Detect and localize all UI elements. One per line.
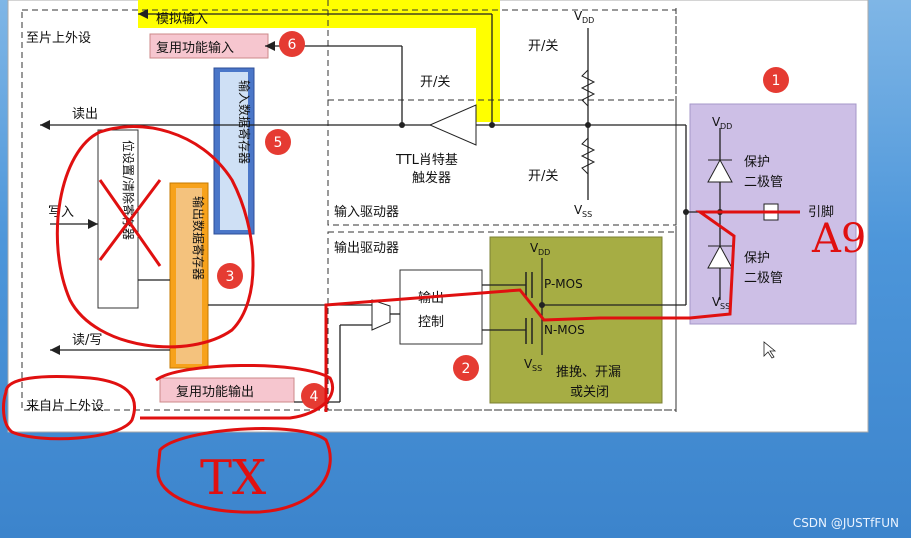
analog-input-label: 模拟输入 <box>156 11 208 27</box>
badge-2-text: 2 <box>462 361 471 377</box>
circle-from-peripheral <box>2 375 137 441</box>
outer-dashed-box <box>21 9 677 411</box>
input-data-register-label: 输入数据寄存器 <box>237 80 252 164</box>
analog-input-column <box>476 0 500 122</box>
read-out-label: 读出 <box>72 107 98 122</box>
badge-2: 2 <box>453 355 479 381</box>
vdd-top-label: V <box>574 9 583 23</box>
vss-mos-sub: SS <box>532 364 542 373</box>
pulldown-resistor <box>580 137 596 175</box>
cross-bit-register <box>98 179 162 267</box>
write-in-label: 写入 <box>48 205 74 220</box>
output-driver-box <box>327 231 677 411</box>
badge-6: 6 <box>279 31 305 57</box>
read-out-arrow <box>40 120 50 130</box>
push-pull-label-2: 或关闭 <box>570 385 609 400</box>
input-driver-label: 输入驱动器 <box>334 204 399 220</box>
vss-input-sub: SS <box>582 210 592 219</box>
nmos-label: N-MOS <box>544 323 585 337</box>
a9-annotation: A9 <box>811 216 866 262</box>
badge-4: 4 <box>301 383 327 409</box>
pullup-resistor <box>580 69 596 107</box>
badge-3-text: 3 <box>226 269 235 285</box>
output-driver-label: 输出驱动器 <box>334 240 399 256</box>
pin-label: 引脚 <box>808 204 834 220</box>
badge-3: 3 <box>217 263 243 289</box>
alt-func-input-label: 复用功能输入 <box>156 40 234 56</box>
pmos-label: P-MOS <box>544 277 583 291</box>
write-arrow <box>88 219 98 229</box>
on-off-trigger-label: 开/关 <box>420 75 450 90</box>
bit-set-clear-register-label: 位设置/清除寄存器 <box>121 140 136 240</box>
vdd-mos-sub: DD <box>538 248 550 257</box>
schmitt-trigger <box>428 104 477 146</box>
circle-alt-output <box>140 364 334 420</box>
protect-top-label: 保护 <box>744 155 770 170</box>
output-control-box <box>399 269 483 345</box>
push-pull-label-1: 推挽、开漏 <box>556 364 621 380</box>
vss-protect-label: V <box>712 295 721 309</box>
badge-1: 1 <box>763 67 789 93</box>
hand-annotations <box>2 125 800 514</box>
vdd-mos-label: V <box>530 241 539 255</box>
analog-arrow <box>138 9 148 19</box>
tx-annotation: TX <box>200 450 266 506</box>
read-write-label: 读/写 <box>72 333 102 348</box>
vss-input-label: V <box>574 203 583 217</box>
input-driver-box <box>327 99 677 226</box>
from-onchip-peripheral-label: 来自片上外设 <box>26 399 104 414</box>
badge-5-text: 5 <box>274 135 283 151</box>
output-mux <box>371 299 391 331</box>
on-off-bottom-label: 开/关 <box>528 169 558 184</box>
output-data-register-label: 输出数据寄存器 <box>191 196 206 280</box>
ttl-schmitt-label: TTL肖特基 <box>395 153 458 168</box>
circle-tx <box>156 427 332 514</box>
circle-bit-register <box>55 125 255 349</box>
alt-func-output-label: 复用功能输出 <box>176 384 254 400</box>
vss-protect-sub: SS <box>720 302 730 311</box>
diode-bottom <box>707 244 733 269</box>
diode-bottom-label: 二极管 <box>744 271 783 286</box>
trigger-label: 触发器 <box>412 170 451 186</box>
vdd-top-sub: DD <box>582 16 594 25</box>
badge-1-text: 1 <box>772 73 781 89</box>
protect-bottom-label: 保护 <box>744 251 770 266</box>
on-off-top-label: 开/关 <box>528 39 558 54</box>
tx-route <box>324 210 800 412</box>
mouse-cursor-icon <box>763 341 777 359</box>
watermark: CSDN @JUSTfFUN <box>792 516 899 530</box>
to-onchip-peripheral-label: 至片上外设 <box>26 31 91 46</box>
vdd-protect-sub: DD <box>720 122 732 131</box>
output-control-label-2: 控制 <box>418 315 444 330</box>
vdd-protect-label: V <box>712 115 721 129</box>
badge-4-text: 4 <box>310 389 319 405</box>
vss-mos-label: V <box>524 357 533 371</box>
diode-top <box>707 158 733 183</box>
alt-input-arrow <box>265 41 275 51</box>
diode-top-label: 二极管 <box>744 175 783 190</box>
badge-6-text: 6 <box>288 37 297 53</box>
alt-func-output-box <box>159 377 295 403</box>
badge-5: 5 <box>265 129 291 155</box>
rw-arrow <box>50 345 60 355</box>
output-data-register-inner <box>176 188 202 364</box>
